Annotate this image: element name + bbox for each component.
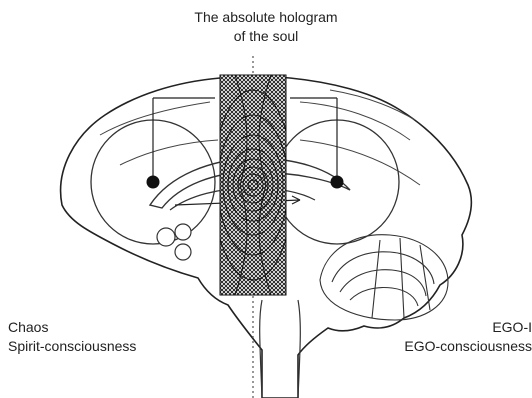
right-label-ego-i: EGO-I (492, 318, 532, 336)
right-focus-dot (331, 176, 344, 189)
cerebellum (320, 235, 448, 320)
left-label-spirit: Spirit-consciousness (8, 337, 136, 355)
left-label-chaos: Chaos (8, 318, 48, 336)
title-line-1: The absolute hologram (0, 8, 532, 26)
small-circle-upper (157, 228, 175, 246)
small-circle-lower (175, 244, 191, 260)
brainstem (260, 300, 301, 398)
small-circle-middle (175, 224, 191, 240)
title-line-2: of the soul (0, 27, 532, 45)
right-label-ego-consciousness: EGO-consciousness (404, 337, 532, 355)
hologram-band (213, 75, 293, 295)
left-focus-dot (147, 176, 160, 189)
